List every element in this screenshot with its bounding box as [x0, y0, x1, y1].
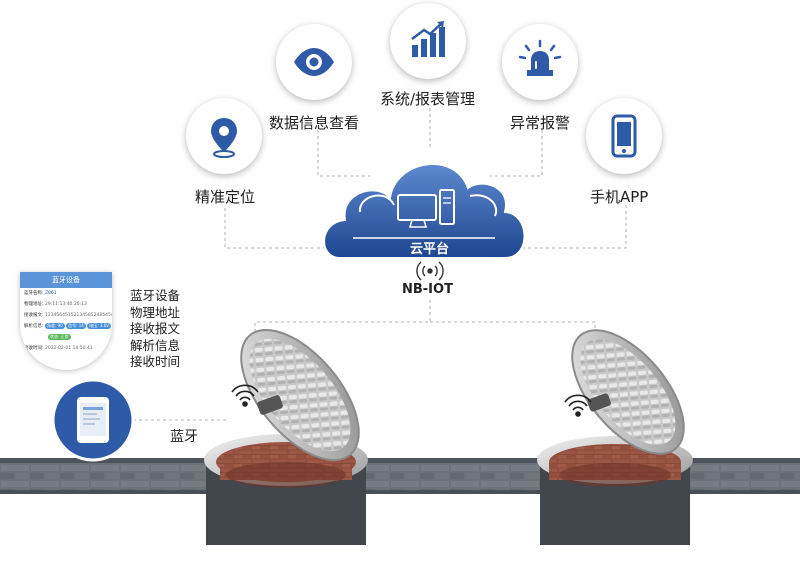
- connector-alarm: [490, 130, 543, 177]
- label-data-view: 数据信息查看: [269, 114, 360, 132]
- feature-data-view[interactable]: [276, 24, 352, 100]
- connector-nbiot-right: [430, 321, 596, 345]
- feature-app[interactable]: [586, 98, 662, 174]
- feature-report[interactable]: [390, 3, 466, 79]
- info-item: 接收时间: [130, 354, 181, 369]
- phone-row-message: 接收报文: 12345645152134585248545441545: [24, 313, 112, 318]
- cloud-platform-label: 云平台: [410, 242, 450, 257]
- server-tower-icon: [439, 189, 455, 225]
- connector-location: [224, 208, 345, 249]
- phone-row-time: 接收时间: 2022-02-01 14:50:41: [24, 346, 93, 351]
- info-item: 蓝牙设备: [130, 288, 181, 303]
- feature-location[interactable]: [186, 98, 262, 174]
- connector-nbiot: [254, 300, 431, 345]
- wireless-signal-icon: [416, 261, 444, 281]
- phone-screen-card: 蓝牙设备 蓝牙名称: Z861 物理地址: 29:11:13:40:20:13 …: [20, 272, 112, 370]
- bluetooth-phone-graphic: [51, 378, 135, 462]
- bluetooth-link-label: 蓝牙: [170, 429, 198, 445]
- eye-icon: [294, 48, 334, 76]
- sensor-signal-right-icon: [564, 394, 592, 417]
- label-app: 手机APP: [590, 188, 649, 206]
- cloud-platform-graphic: [323, 163, 526, 259]
- tag-status: 状态: 正常: [48, 334, 71, 340]
- tag-signal: 信号: 14: [66, 323, 86, 329]
- computer-icon: [397, 194, 437, 221]
- phone-row-mac: 物理地址: 29:11:13:40:20:13: [24, 302, 87, 307]
- smartphone-icon: [611, 114, 637, 158]
- phone-row-name: 蓝牙名称: Z861: [24, 291, 57, 296]
- feature-alarm[interactable]: [502, 24, 578, 100]
- phone-screen-title: 蓝牙设备: [20, 272, 112, 288]
- sensor-signal-left-icon: [231, 384, 259, 407]
- bluetooth-info-list: 蓝牙设备 物理地址 接收报文 解析信息 接收时间: [130, 288, 180, 371]
- info-item: 解析信息: [130, 337, 181, 353]
- connector-app: [505, 205, 627, 249]
- tag-angle: 角度: 90: [44, 323, 65, 329]
- manhole-left: [204, 328, 368, 545]
- tag-voltage: 电压: 3.6V: [87, 323, 111, 329]
- nbiot-label: NB-IOT: [402, 282, 453, 297]
- phone-row-status: 状态: 正常: [20, 332, 112, 343]
- info-item: 接收报文: [130, 321, 181, 336]
- alarm-light-icon: [518, 39, 562, 76]
- label-alarm: 异常报警: [510, 114, 571, 132]
- phone-row-parsed: 解析信息: 角度: 90 信号: 14 电压: 3.6V: [24, 323, 111, 329]
- label-location: 精准定位: [195, 188, 256, 206]
- info-item: 物理地址: [130, 304, 181, 320]
- location-pin-icon: [211, 118, 237, 158]
- manhole-right: [537, 329, 693, 545]
- connector-data-view: [317, 130, 370, 177]
- label-report: 系统/报表管理: [380, 90, 476, 108]
- bar-chart-icon: [411, 21, 445, 57]
